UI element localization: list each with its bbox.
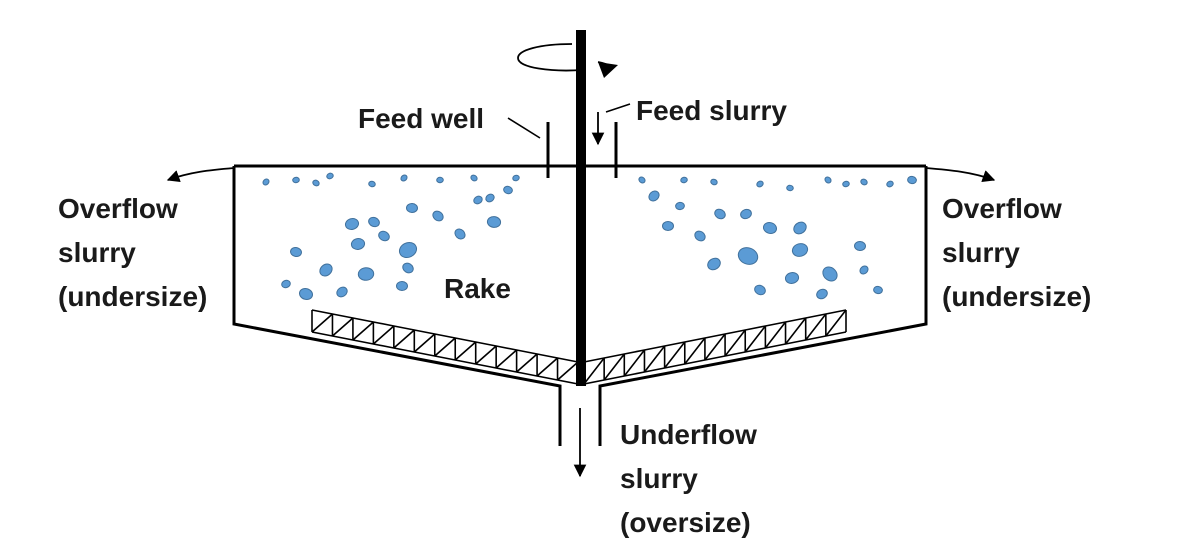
overflow-right-label-3: (undersize)	[942, 281, 1091, 312]
particle	[319, 263, 333, 277]
particle	[290, 246, 302, 258]
tank-left-wall	[232, 166, 562, 446]
particle	[710, 178, 718, 186]
particle	[694, 230, 706, 242]
overflow-right-arrow-icon	[925, 167, 996, 183]
particle	[350, 238, 366, 250]
particle	[486, 216, 502, 228]
particle	[262, 178, 270, 186]
particle	[638, 176, 646, 184]
underflow-label-2: slurry	[620, 463, 698, 494]
overflow-right-label-2: slurry	[942, 237, 1020, 268]
particle	[402, 262, 414, 274]
particle	[707, 257, 721, 271]
particle	[784, 272, 800, 284]
particle	[740, 208, 752, 220]
particle	[854, 240, 866, 252]
particle	[873, 285, 883, 295]
particle	[662, 221, 674, 231]
feed-well-label: Feed well	[358, 103, 484, 134]
particle	[454, 228, 466, 240]
overflow-left-label-2: slurry	[58, 237, 136, 268]
suspended-particles	[262, 172, 917, 301]
particle	[281, 279, 291, 289]
particle	[737, 247, 759, 265]
particle	[754, 284, 766, 296]
particle	[824, 176, 832, 184]
particle	[860, 178, 868, 186]
particle	[793, 221, 807, 235]
particle	[648, 190, 660, 202]
particle	[357, 267, 375, 281]
particle	[378, 230, 390, 242]
particle	[816, 288, 828, 300]
particle	[400, 174, 408, 182]
central-shaft	[576, 30, 586, 386]
particle	[680, 176, 688, 184]
particle	[368, 180, 376, 188]
particle	[675, 201, 685, 211]
particle	[398, 241, 418, 259]
particle	[756, 180, 764, 188]
feed-slurry-leader	[605, 103, 631, 113]
rake-left-truss	[311, 309, 579, 385]
particle	[842, 180, 850, 188]
particle	[344, 218, 360, 230]
particle	[907, 175, 917, 185]
particle	[485, 193, 495, 203]
rake-label: Rake	[444, 273, 511, 304]
particle	[822, 266, 838, 282]
feed-well-leader	[507, 117, 541, 139]
particle	[503, 185, 513, 195]
overflow-left-label-3: (undersize)	[58, 281, 207, 312]
particle	[436, 176, 444, 184]
overflow-right-label-1: Overflow	[942, 193, 1062, 224]
particle	[326, 172, 334, 180]
particle	[791, 243, 809, 257]
particle	[368, 216, 380, 228]
rotation-arrow-icon	[517, 43, 618, 78]
particle	[470, 174, 478, 182]
particle	[336, 286, 348, 298]
particle	[396, 280, 408, 292]
feed-slurry-label: Feed slurry	[636, 95, 787, 126]
overflow-left-arrow-icon	[166, 167, 235, 183]
particle	[298, 287, 314, 301]
underflow-label-1: Underflow	[620, 419, 757, 450]
rake-right-truss	[583, 309, 847, 385]
particle	[512, 174, 520, 182]
overflow-left-label-1: Overflow	[58, 193, 178, 224]
underflow-label-3: (oversize)	[620, 507, 751, 538]
particle	[859, 265, 869, 275]
tank-right-wall	[598, 166, 928, 446]
particle	[886, 180, 894, 188]
particle	[292, 176, 300, 184]
particle	[312, 179, 320, 187]
particle	[432, 210, 444, 222]
particle	[786, 184, 794, 192]
particle	[473, 195, 483, 205]
particle	[762, 221, 778, 235]
particle	[714, 208, 726, 220]
particle	[406, 202, 418, 214]
